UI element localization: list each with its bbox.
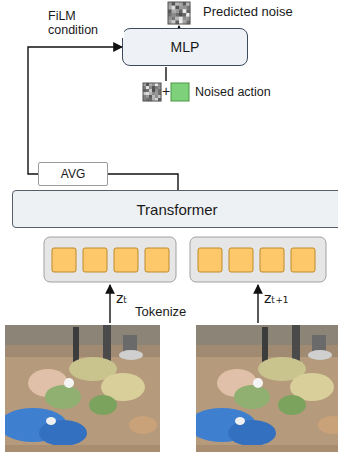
token-square — [229, 248, 253, 272]
token-square — [260, 248, 284, 272]
text-label: Noised action — [195, 85, 271, 99]
action-square — [171, 83, 189, 101]
node-label: MLP — [171, 39, 200, 55]
text-label: Tokenize — [135, 305, 186, 320]
text-label: zₜ₊₁ — [264, 290, 288, 306]
text-label: zₜ — [116, 290, 127, 306]
token-group — [44, 237, 326, 282]
edge-label: FiLM condition — [48, 9, 124, 38]
photo-right — [196, 325, 338, 452]
token-square — [114, 248, 138, 272]
text-label: Predicted noise — [203, 5, 293, 20]
process-box: Transformer — [12, 190, 338, 228]
token-square — [83, 248, 107, 272]
process-box: AVG — [38, 162, 108, 186]
token-square — [52, 248, 76, 272]
node-label: AVG — [61, 167, 85, 181]
text-label: + — [162, 83, 170, 99]
token-square — [291, 248, 315, 272]
token-square — [145, 248, 169, 272]
photo-left — [5, 325, 160, 452]
connector — [108, 174, 178, 190]
process-box: MLP — [122, 28, 248, 66]
token-squares — [52, 248, 315, 272]
token-square — [198, 248, 222, 272]
connector — [28, 47, 122, 174]
node-label: Transformer — [136, 201, 217, 218]
